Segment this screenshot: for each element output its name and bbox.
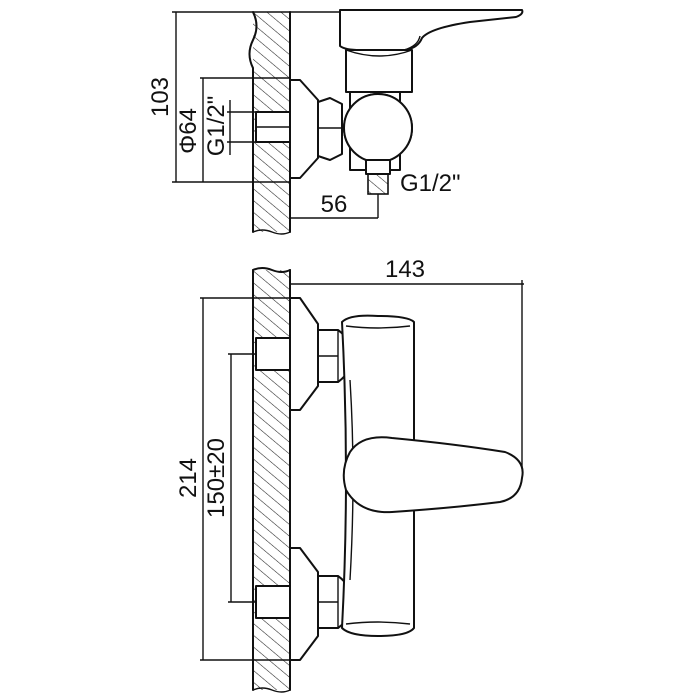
- hex-nut-top: [317, 97, 343, 161]
- dim-height-top: 103: [147, 77, 174, 117]
- dimension-lines-front: [200, 280, 524, 661]
- front-view: 143 214 150±20: [175, 256, 524, 693]
- lever-handle-top: [339, 9, 524, 57]
- dim-offset-top: 56: [321, 191, 348, 218]
- dim-outlet-thread-top: G1/2": [400, 170, 461, 197]
- dim-centers-front: 150±20: [203, 438, 230, 518]
- wall-connector-upper: [255, 297, 353, 411]
- outlet-thread-top: [365, 159, 391, 218]
- dim-thread-left-top: G1/2": [203, 96, 230, 157]
- dimension-lines-top: [172, 11, 378, 219]
- wall-connector-top: [255, 79, 319, 179]
- dim-diameter-top: Φ64: [175, 108, 202, 154]
- top-view: 103 Φ64 G1/2" G1/2" 56: [147, 9, 524, 235]
- dim-width-front: 143: [385, 256, 425, 283]
- mixer-body-top: [343, 49, 413, 171]
- lever-handle-front: [342, 436, 524, 514]
- wall-section-front: [252, 267, 291, 693]
- dim-height-front: 214: [175, 458, 202, 498]
